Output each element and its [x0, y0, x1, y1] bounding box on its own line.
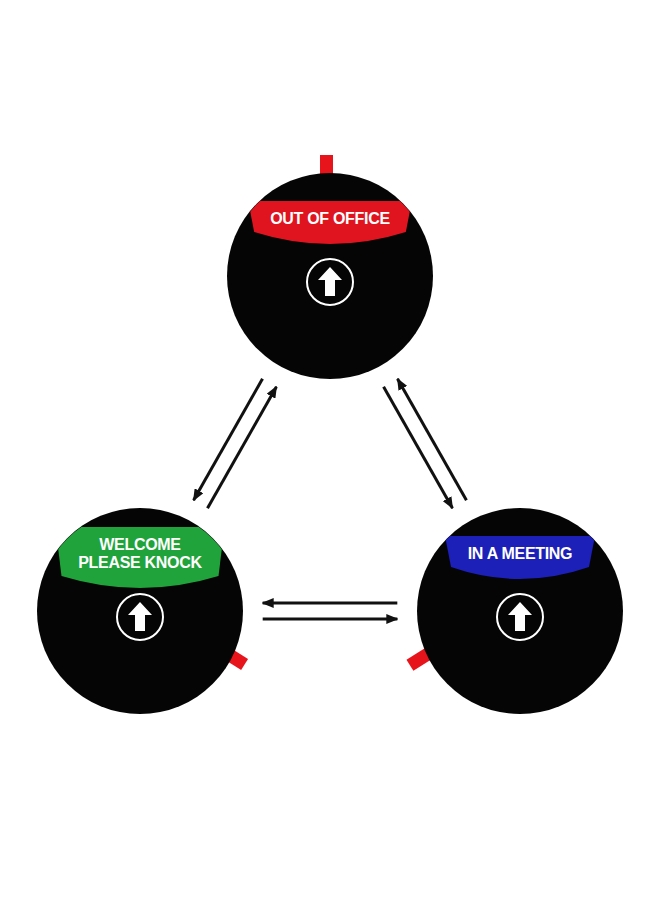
- status-label: OUT OF OFFICE: [270, 210, 390, 228]
- status-dial: OUT OF OFFICE: [227, 173, 433, 379]
- icon-ring: [307, 259, 353, 305]
- icon-arrow: [318, 267, 342, 296]
- transition-arrow: [384, 387, 453, 509]
- status-dial: WELCOME PLEASE KNOCK: [37, 508, 243, 714]
- status-band: [56, 527, 225, 588]
- icon-ring: [117, 594, 163, 640]
- dial-outline: [227, 173, 433, 379]
- icon-arrow: [508, 602, 532, 631]
- dial-outline: [417, 508, 623, 714]
- status-band: [248, 201, 412, 244]
- status-band: [445, 536, 595, 579]
- arrow-icon: [497, 594, 543, 640]
- transition-arrow: [263, 618, 398, 621]
- dial-face: [227, 173, 433, 379]
- status-label: IN A MEETING: [468, 545, 573, 563]
- transition-arrow: [207, 387, 276, 509]
- dial-face: [417, 508, 623, 714]
- transition-arrow: [397, 379, 466, 501]
- transition-arrow: [263, 602, 398, 605]
- transition-arrow: [194, 379, 263, 501]
- dial-face: [37, 508, 243, 714]
- arrow-icon: [117, 594, 163, 640]
- icon-ring: [497, 594, 543, 640]
- arrow-icon: [307, 259, 353, 305]
- icon-arrow: [128, 602, 152, 631]
- status-label: WELCOME PLEASE KNOCK: [78, 536, 203, 572]
- status-dial: IN A MEETING: [417, 508, 623, 714]
